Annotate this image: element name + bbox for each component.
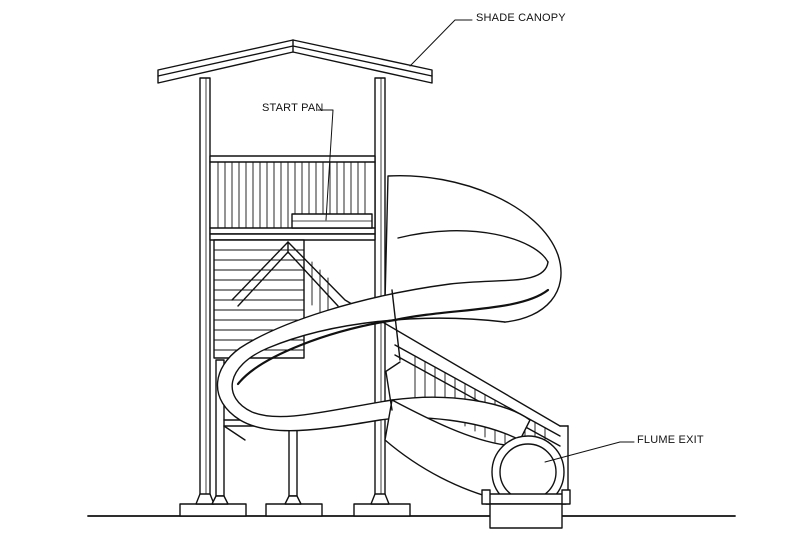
flume-exit-label: FLUME EXIT (637, 434, 704, 446)
deck-railing (209, 155, 376, 241)
start-pan-leader (317, 109, 334, 221)
footings (179, 493, 411, 517)
flume-exit-leader (544, 441, 635, 463)
shade-canopy-label: SHADE CANOPY (476, 12, 566, 24)
shade-canopy (157, 39, 433, 84)
start-pan-label: START PAN (262, 102, 324, 114)
spiral-slide (216, 174, 562, 501)
flume-exit (481, 435, 571, 529)
leader-lines (317, 19, 635, 463)
shade-canopy-leader (409, 19, 473, 67)
